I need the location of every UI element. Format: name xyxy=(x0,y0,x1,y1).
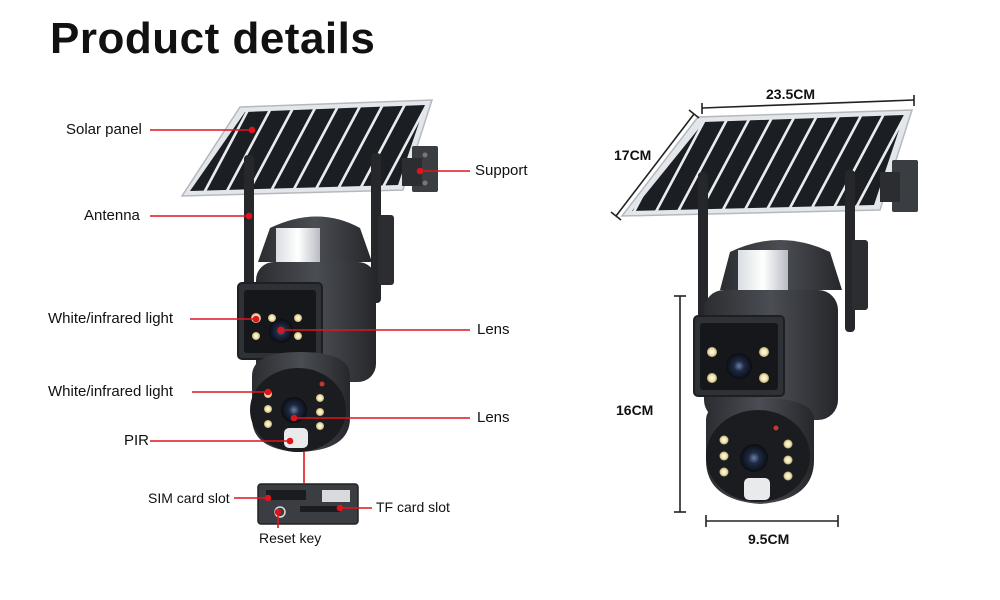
label-reset-key: Reset key xyxy=(259,530,322,546)
label-white-infrared-light-bottom: White/infrared light xyxy=(48,383,174,400)
label-lens-bottom: Lens xyxy=(477,409,510,426)
label-antenna: Antenna xyxy=(84,207,140,224)
label-solar-panel: Solar panel xyxy=(66,121,142,138)
page-title: Product details xyxy=(50,14,376,63)
label-white-infrared-light-top: White/infrared light xyxy=(48,310,174,327)
right-antennas xyxy=(698,170,868,332)
dimension-lines xyxy=(610,95,915,527)
left-support-bracket xyxy=(402,146,438,192)
label-support: Support xyxy=(475,162,528,179)
right-camera-body xyxy=(693,240,842,504)
label-tf-card-slot: TF card slot xyxy=(376,499,450,515)
callout-lines xyxy=(150,126,470,528)
left-solar-panel xyxy=(180,99,434,197)
label-sim-card-slot: SIM card slot xyxy=(148,490,230,506)
left-antennas xyxy=(244,153,394,305)
dimension-panel-width: 23.5CM xyxy=(766,86,816,102)
dimension-camera-width: 9.5CM xyxy=(748,531,790,547)
label-lens-top: Lens xyxy=(477,321,510,338)
left-card-slot-inset xyxy=(257,483,359,525)
label-pir: PIR xyxy=(124,432,150,449)
dimension-panel-height: 17CM xyxy=(614,147,652,163)
dimension-camera-height: 16CM xyxy=(616,402,654,418)
left-camera-body xyxy=(237,216,376,452)
right-support-bracket xyxy=(880,160,918,212)
right-solar-panel xyxy=(620,109,914,217)
